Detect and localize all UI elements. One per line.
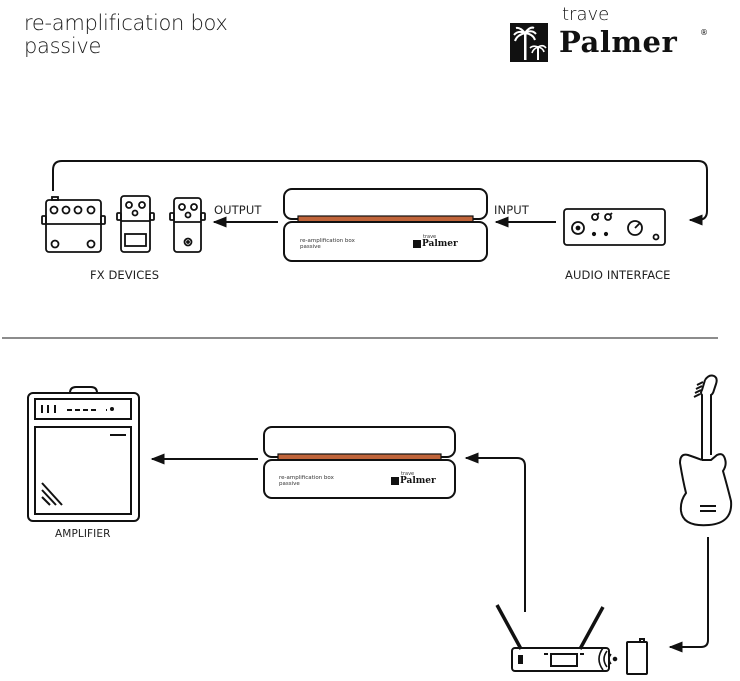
wireless-receiver-icon xyxy=(495,604,610,672)
reamp-box-bottom-icon xyxy=(263,426,456,499)
device-text-line-2: passive xyxy=(279,481,300,487)
fx-pedal-large-icon xyxy=(41,196,106,253)
fx-devices-label: FX DEVICES xyxy=(90,268,160,282)
audio-interface-label: AUDIO INTERFACE xyxy=(565,268,671,282)
amplifier-icon xyxy=(27,386,140,522)
brand-prefix: trave xyxy=(562,4,610,25)
title-line-2: passive xyxy=(24,34,102,58)
reamp-box-bottom-text: re-amplification box passive xyxy=(279,475,334,487)
device-brand-name: Palmer xyxy=(400,476,436,486)
page-title: re-amplification box passive xyxy=(24,12,228,58)
reamp-box-top-icon xyxy=(283,188,488,262)
brand-name: Palmer xyxy=(559,25,678,59)
input-label: INPUT xyxy=(494,203,529,217)
device-brand-name: Palmer xyxy=(422,239,458,249)
output-label: OUTPUT xyxy=(214,203,262,217)
audio-interface-icon xyxy=(563,208,666,246)
device-text-line-1: re-amplification box xyxy=(300,238,355,244)
wireless-signal-icon xyxy=(598,647,618,671)
device-text-line-2: passive xyxy=(300,244,321,250)
device-brand-prefix: trave xyxy=(423,234,437,240)
title-line-1: re-amplification box xyxy=(24,11,228,35)
fx-pedal-medium-icon xyxy=(116,195,155,253)
fx-pedal-small-icon xyxy=(169,197,206,253)
receiver-cable xyxy=(464,452,526,612)
loop-cable xyxy=(52,160,708,226)
registered-mark: ® xyxy=(700,28,708,37)
amplifier-label: AMPLIFIER xyxy=(55,528,111,540)
device-brand-prefix: trave xyxy=(401,471,415,477)
wireless-transmitter-icon xyxy=(626,638,648,675)
palm-tree-icon xyxy=(510,23,548,62)
reamp-box-top-text: re-amplification box passive xyxy=(300,238,355,250)
device-text-line-1: re-amplification box xyxy=(279,475,334,481)
guitar-cable xyxy=(668,539,709,653)
guitar-icon xyxy=(678,374,733,630)
